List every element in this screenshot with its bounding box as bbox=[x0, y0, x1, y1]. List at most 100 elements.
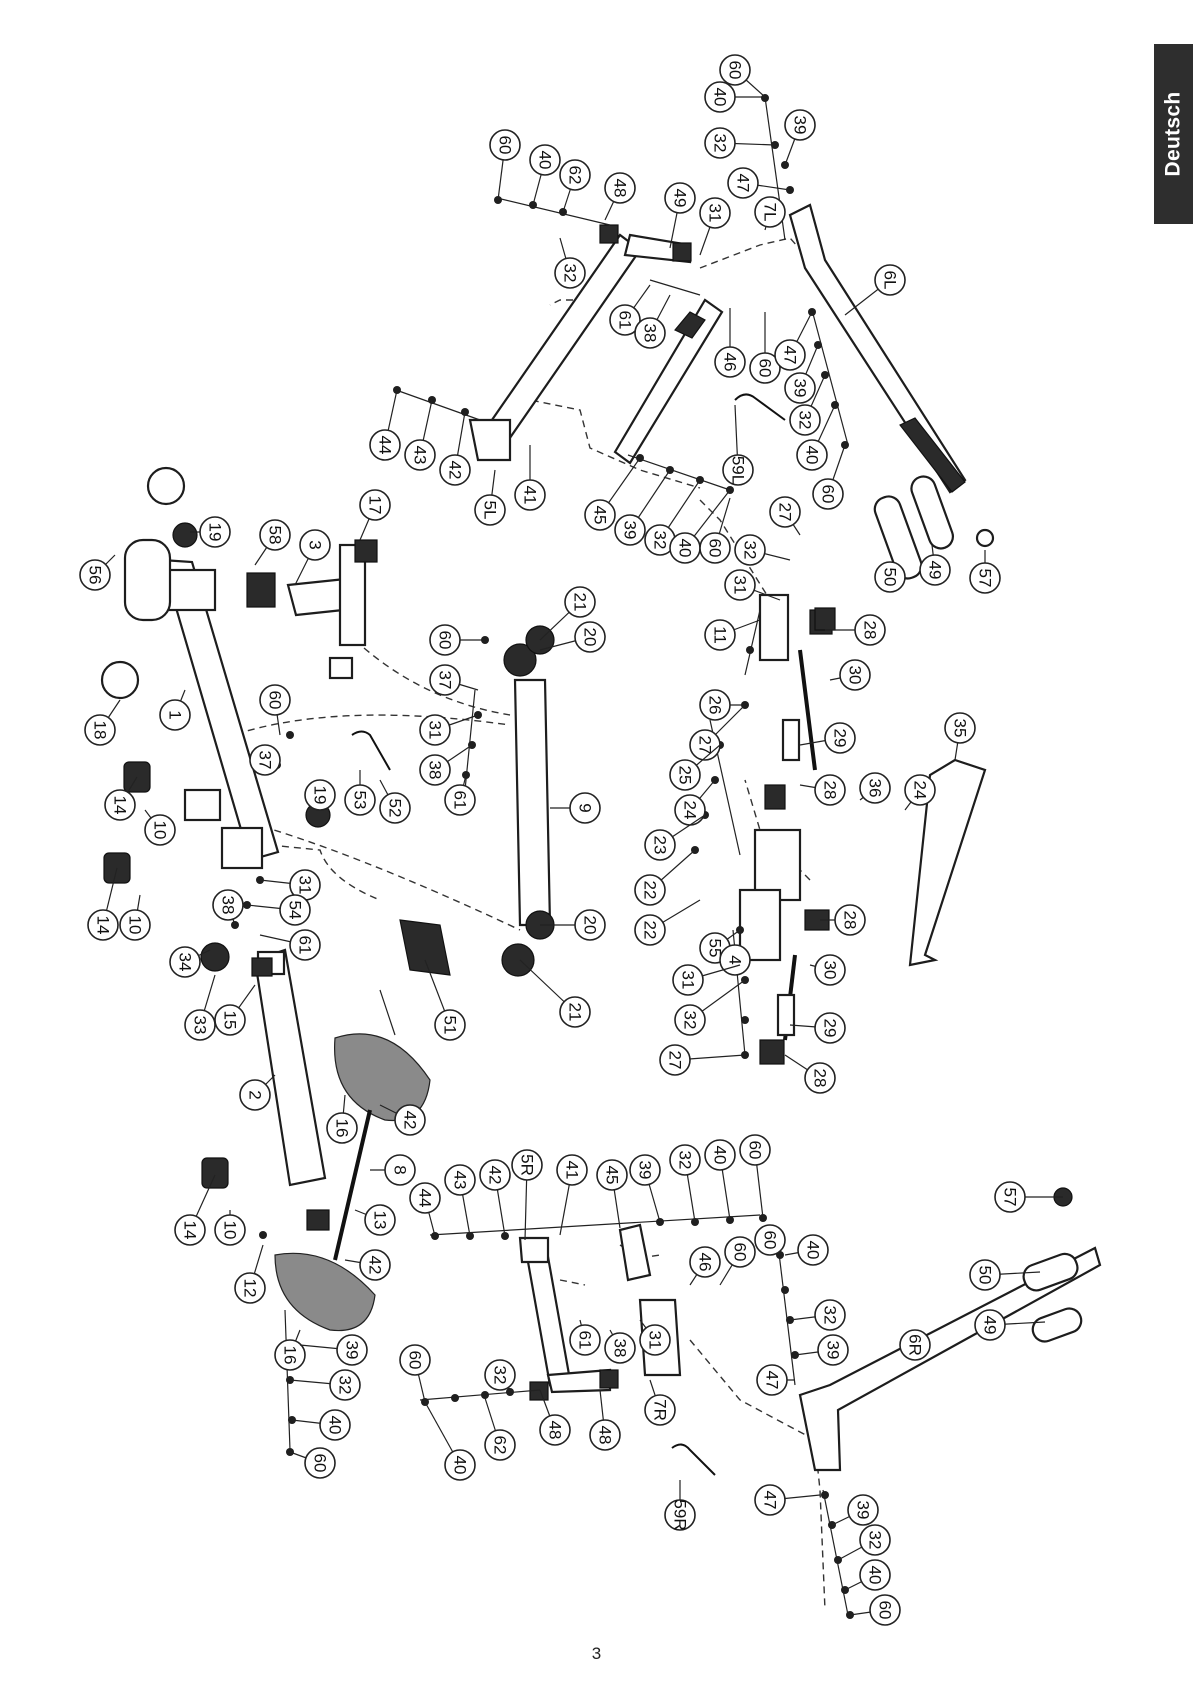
part-callout: 44 bbox=[409, 1182, 441, 1237]
callout-circle bbox=[774, 339, 806, 371]
part-callout: 60 bbox=[739, 1134, 771, 1219]
callout-circle bbox=[119, 909, 151, 941]
callout-label: 7L bbox=[761, 203, 780, 222]
callout-circle bbox=[299, 529, 331, 561]
callout-label: 45 bbox=[603, 1166, 622, 1185]
callout-circle bbox=[484, 1429, 516, 1461]
part-callout: 41 bbox=[556, 1154, 588, 1236]
callout-circle bbox=[847, 1494, 879, 1526]
callout-label: 60 bbox=[731, 1243, 750, 1262]
part-callout: 47 bbox=[727, 167, 791, 199]
callout-circle bbox=[404, 439, 436, 471]
part-callout: 43 bbox=[444, 1164, 476, 1237]
callout-label: 38 bbox=[641, 324, 660, 343]
part-callout: 13 bbox=[354, 1204, 396, 1236]
part-callout: 40 bbox=[291, 1409, 351, 1441]
callout-label: 40 bbox=[866, 1566, 885, 1585]
callout-circle bbox=[326, 1112, 358, 1144]
part-callout: 32 bbox=[669, 1144, 701, 1223]
part-callout: 37 bbox=[429, 664, 479, 696]
callout-label: 32 bbox=[336, 1376, 355, 1395]
callout-circle bbox=[859, 772, 891, 804]
callout-label: 26 bbox=[706, 696, 725, 715]
callout-circle bbox=[289, 929, 321, 961]
callout-circle bbox=[79, 559, 111, 591]
callout-circle bbox=[714, 346, 746, 378]
part-callout: 37 bbox=[249, 744, 281, 776]
part-callout: 31 bbox=[419, 714, 479, 746]
callout-label: 18 bbox=[91, 721, 110, 740]
part-callout: 42 bbox=[439, 411, 471, 486]
callout-circle bbox=[644, 829, 676, 861]
part-callout: 5L bbox=[474, 469, 506, 526]
part-callout: 16 bbox=[274, 1329, 306, 1371]
callout-circle bbox=[899, 1329, 931, 1361]
callout-label: 32 bbox=[796, 411, 815, 430]
part-callout: 60 bbox=[719, 54, 766, 98]
callout-circle bbox=[614, 514, 646, 546]
callout-label: 39 bbox=[791, 379, 810, 398]
part-callout: 7R bbox=[644, 1379, 676, 1426]
callout-label: 60 bbox=[746, 1141, 765, 1160]
part-callout: 45 bbox=[584, 457, 641, 531]
callout-circle bbox=[359, 489, 391, 521]
part-callout: 38 bbox=[212, 889, 244, 926]
callout-circle bbox=[664, 1499, 696, 1531]
callout-label: 50 bbox=[976, 1266, 995, 1285]
part-callout: 61 bbox=[444, 774, 476, 816]
part-callout: 31 bbox=[699, 197, 731, 256]
callout-label: 31 bbox=[426, 721, 445, 740]
callout-label: 60 bbox=[756, 359, 775, 378]
callout-circle bbox=[634, 317, 666, 349]
callout-label: 60 bbox=[266, 691, 285, 710]
part-callout: 60 bbox=[699, 497, 731, 564]
callout-circle bbox=[104, 789, 136, 821]
callout-label: 21 bbox=[571, 593, 590, 612]
callout-label: 40 bbox=[451, 1456, 470, 1475]
callout-label: 59L bbox=[729, 456, 748, 484]
callout-label: 49 bbox=[926, 561, 945, 580]
part-callout: 39 bbox=[614, 469, 671, 546]
callout-circle bbox=[394, 1104, 426, 1136]
callout-circle bbox=[214, 1004, 246, 1036]
callout-circle bbox=[336, 1334, 368, 1366]
callout-circle bbox=[734, 534, 766, 566]
callout-label: 31 bbox=[706, 204, 725, 223]
callout-label: 32 bbox=[741, 541, 760, 560]
part-callout: 60 bbox=[719, 1236, 756, 1286]
part-callout: 32 bbox=[789, 1299, 846, 1331]
callout-circle bbox=[259, 519, 291, 551]
callout-label: 8 bbox=[391, 1165, 410, 1174]
callout-label: 61 bbox=[576, 1331, 595, 1350]
callout-label: 32 bbox=[676, 1151, 695, 1170]
callout-label: 53 bbox=[351, 791, 370, 810]
callout-circle bbox=[212, 889, 244, 921]
part-callout: 6R bbox=[899, 1329, 931, 1361]
callout-circle bbox=[784, 109, 816, 141]
part-callout: 62 bbox=[559, 159, 591, 213]
part-callout: 26 bbox=[699, 689, 745, 721]
part-callout: 7L bbox=[754, 196, 786, 231]
callout-label: 40 bbox=[676, 539, 695, 558]
part-callout: 20 bbox=[539, 621, 606, 653]
callout-circle bbox=[704, 1139, 736, 1171]
part-callout: 60 bbox=[849, 1594, 901, 1626]
callout-circle bbox=[796, 439, 828, 471]
callout-circle bbox=[564, 586, 596, 618]
callout-label: 37 bbox=[436, 671, 455, 690]
callout-label: 10 bbox=[151, 821, 170, 840]
callout-label: 47 bbox=[761, 1491, 780, 1510]
callout-circle bbox=[814, 774, 846, 806]
callout-circle bbox=[814, 1299, 846, 1331]
part-callout: 61 bbox=[609, 284, 651, 336]
part-callout: 28 bbox=[820, 904, 866, 936]
callout-circle bbox=[239, 1079, 271, 1111]
callout-circle bbox=[727, 167, 759, 199]
callout-label: 38 bbox=[426, 761, 445, 780]
callout-circle bbox=[319, 1409, 351, 1441]
callout-label: 45 bbox=[591, 506, 610, 525]
callout-circle bbox=[384, 1154, 416, 1186]
callout-circle bbox=[969, 562, 1001, 594]
